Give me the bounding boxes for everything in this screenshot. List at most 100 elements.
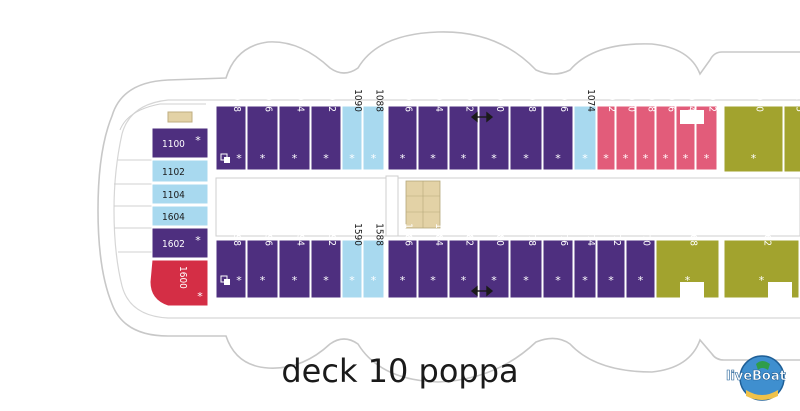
cabin-fill	[247, 240, 278, 298]
cabin-number: 1066	[666, 89, 677, 112]
star-icon: *	[430, 274, 436, 287]
cabin-fill	[597, 240, 625, 298]
star-icon: *	[430, 152, 436, 165]
cabin-fill	[510, 240, 542, 298]
star-icon: *	[349, 274, 355, 287]
cabin-number: 1086	[403, 89, 414, 112]
cabin-number: 1590	[352, 223, 363, 246]
cabin-1600[interactable]: 1600 *	[150, 260, 208, 306]
cabin-1062[interactable]: 1062*	[696, 89, 718, 170]
cabin-number: 1072	[606, 89, 617, 112]
cabin-105[interactable]: 105	[784, 95, 800, 172]
liveboat-logo: live Boat .it	[722, 350, 798, 406]
cabin-1602[interactable]: 1602*	[152, 228, 208, 258]
cabin-number: 1592	[326, 223, 337, 246]
cabin-number: 1586	[403, 223, 414, 246]
cabin-1060[interactable]: 1060*	[724, 89, 783, 172]
cabin-1076[interactable]: 1076 *	[543, 89, 573, 170]
cabin-fill	[784, 106, 800, 172]
cabin-1104[interactable]: 1104	[152, 184, 208, 204]
star-icon: *	[582, 152, 588, 165]
connecting-door-icon-inner	[224, 157, 230, 163]
star-icon: *	[623, 152, 629, 165]
cabin-number: 1568	[688, 223, 699, 246]
cabin-block-aft: 1100 * 1102 1104 1604 1602* 1600 *	[150, 128, 208, 306]
star-icon: *	[608, 274, 614, 287]
cabin-1100[interactable]: 1100 *	[152, 128, 208, 158]
cabin-1066[interactable]: 1066*	[656, 89, 677, 170]
star-icon: *	[323, 152, 329, 165]
star-icon: *	[260, 152, 266, 165]
star-icon: *	[759, 274, 765, 287]
cabin-1074[interactable]: 1074 *	[574, 89, 596, 170]
cabin-1070[interactable]: 1070*	[616, 89, 637, 170]
cabin-1082[interactable]: 1082 *	[449, 89, 478, 170]
cabin-1084[interactable]: 1084*	[418, 89, 448, 170]
cabin-1078[interactable]: 1078*	[510, 89, 542, 170]
cabin-1072[interactable]: 1072 *	[597, 89, 617, 170]
cabin-number: 1068	[646, 89, 657, 112]
cabin-1068[interactable]: 1068*	[636, 89, 657, 170]
cabin-number: 1104	[162, 190, 185, 201]
logo-text-boat: Boat	[752, 369, 786, 384]
star-icon: *	[236, 152, 242, 165]
cabin-1080[interactable]: 1080*	[479, 89, 509, 170]
star-icon: *	[197, 290, 203, 303]
cabin-number: 1098	[231, 89, 242, 112]
star-icon: *	[323, 274, 329, 287]
cabin-number: 1604	[162, 212, 185, 223]
cabin-1092[interactable]: 1092*	[311, 89, 341, 170]
cabin-number: 1588	[374, 223, 385, 246]
cabin-fill	[626, 240, 655, 298]
star-icon: *	[349, 152, 355, 165]
cabin-fill	[418, 240, 448, 298]
stairwell	[406, 181, 440, 228]
cabin-1098[interactable]: 1098 *	[216, 89, 246, 170]
star-icon: *	[371, 152, 377, 165]
star-icon: *	[555, 152, 561, 165]
cabin-fill	[388, 240, 417, 298]
connecting-door-icon-inner	[224, 279, 230, 285]
cabin-fill	[216, 240, 246, 298]
cabin-number: 1572	[611, 223, 622, 246]
cabin-fill	[311, 240, 341, 298]
star-icon: *	[400, 152, 406, 165]
cabin-1088[interactable]: 1088*	[363, 89, 385, 170]
star-icon: *	[195, 134, 201, 147]
cabin-1604[interactable]: 1604	[152, 206, 208, 226]
cabin-number: 1100	[162, 139, 185, 150]
cabin-number: 1096	[263, 89, 274, 112]
cabin-1086[interactable]: 1086 *	[388, 89, 417, 170]
cabin-number: 1062	[707, 89, 718, 112]
cabin-fill	[479, 240, 509, 298]
cabin-number: 1584	[433, 223, 444, 246]
cabin-fill	[363, 240, 384, 298]
star-icon: *	[461, 152, 467, 165]
cabin-number: 1082	[464, 89, 475, 112]
star-icon: *	[195, 234, 201, 247]
cabin-fill	[574, 240, 596, 298]
cabin-number: 1074	[585, 89, 596, 112]
cabin-number: 1102	[162, 167, 185, 178]
cabin-fill	[543, 240, 573, 298]
cabin-1096[interactable]: 1096 *	[247, 89, 278, 170]
star-icon: *	[400, 274, 406, 287]
star-icon: *	[603, 152, 609, 165]
cabin-number: 1570	[641, 223, 652, 246]
cabin-number: 1576	[558, 223, 569, 246]
cabin-1090[interactable]: 1090*	[342, 89, 363, 170]
cabin-number: 1562	[762, 223, 773, 246]
cabin-1064[interactable]: 1064*	[676, 89, 697, 170]
star-icon: *	[582, 274, 588, 287]
cabin-number: 1600	[177, 266, 188, 289]
cabin-number: 1076	[558, 89, 569, 112]
star-icon: *	[461, 274, 467, 287]
cabin-row-top: 1098*1096*1094*1092*1090*1088*1086*1084*…	[216, 89, 800, 172]
star-icon: *	[236, 274, 242, 287]
cabin-1102[interactable]: 1102	[152, 160, 208, 182]
logo-text-live: live	[726, 369, 752, 384]
cabin-number: 1094	[295, 89, 306, 112]
cabin-1094[interactable]: 1094*	[279, 89, 310, 170]
star-icon: *	[260, 274, 266, 287]
